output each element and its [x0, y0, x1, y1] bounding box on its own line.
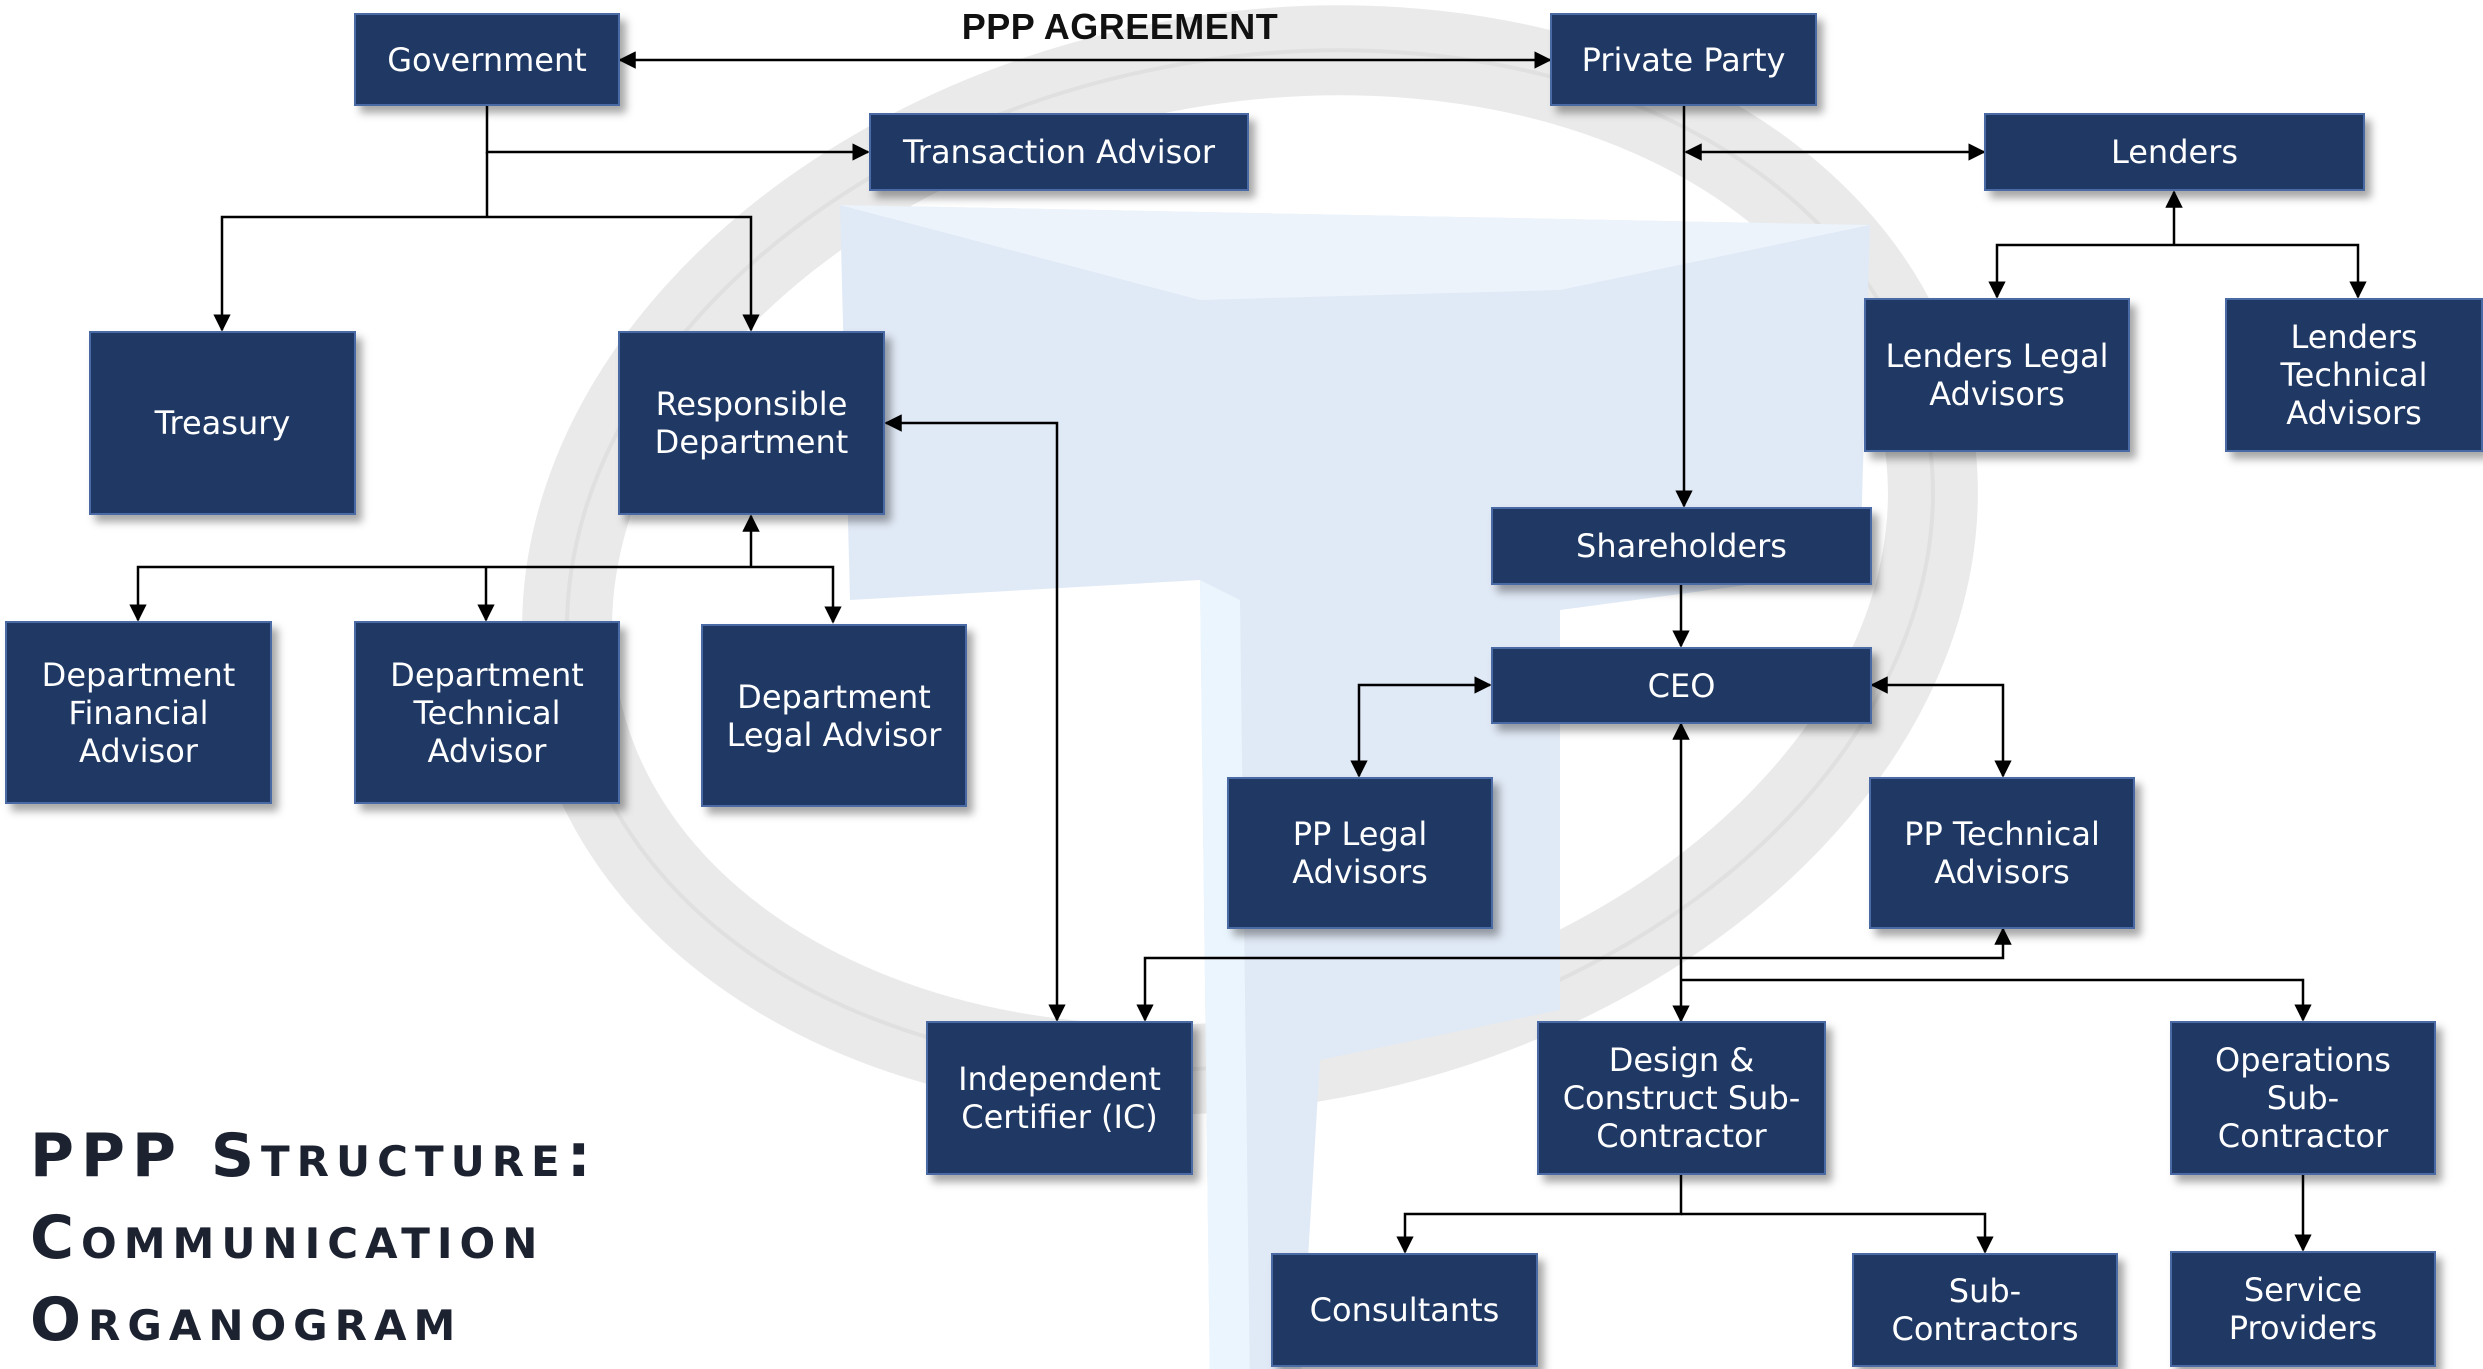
dept-to-financial — [129, 565, 751, 622]
pp-tech-to-ic-link — [1136, 927, 2012, 1022]
government-node: Government — [354, 13, 620, 106]
diagram-title: PPP Structure: Communication Organogram — [30, 1115, 830, 1361]
lenders-legal-advisors-label: Lenders Legal Advisors — [1885, 337, 2109, 413]
gov-to-treasury — [213, 215, 487, 332]
department-technical-advisor-node: Department Technical Advisor — [354, 621, 620, 804]
sub-contractors-node: Sub- Contractors — [1852, 1253, 2118, 1367]
pp-technical-advisors-node: PP Technical Advisors — [1869, 777, 2135, 929]
lenders-technical-advisors-node: Lenders Technical Advisors — [2225, 298, 2483, 452]
lenders-to-legal — [1988, 243, 2174, 299]
resp-dept-ic-arrow — [884, 414, 1066, 1022]
ppp-agreement-label: PPP AGREEMENT — [961, 6, 1279, 47]
department-legal-advisor-label: Department Legal Advisor — [726, 677, 942, 754]
independent-certifier-node: Independent Certifier (IC) — [926, 1021, 1193, 1175]
pp-legal-advisors-node: PP Legal Advisors — [1227, 777, 1493, 929]
connector-lines — [129, 51, 2367, 1254]
title-line-1: PPP Structure: — [30, 1121, 598, 1191]
department-financial-advisor-label: Department Financial Advisor — [41, 655, 236, 770]
lenders-technical-advisors-label: Lenders Technical Advisors — [2280, 318, 2428, 432]
government-label: Government — [387, 40, 587, 79]
private-party-label: Private Party — [1581, 40, 1786, 79]
shareholders-node: Shareholders — [1491, 507, 1872, 585]
department-technical-advisor-label: Department Technical Advisor — [390, 655, 584, 770]
gov-to-responsible-dept — [487, 215, 760, 332]
dept-to-legal — [751, 565, 842, 624]
lenders-legal-advisors-node: Lenders Legal Advisors — [1864, 298, 2130, 452]
treasury-node: Treasury — [89, 331, 356, 515]
independent-certifier-label: Independent Certifier (IC) — [958, 1060, 1161, 1136]
responsible-department-node: Responsible Department — [618, 331, 885, 515]
service-providers-node: Service Providers — [2170, 1251, 2436, 1367]
ceo-pp-legal-arrow — [1350, 676, 1492, 778]
pp-legal-advisors-label: PP Legal Advisors — [1292, 815, 1428, 891]
ceo-to-operations — [1681, 978, 2312, 1022]
lenders-node: Lenders — [1984, 113, 2365, 191]
consultants-node: Consultants — [1271, 1253, 1538, 1367]
operations-subcontractor-label: Operations Sub- Contractor — [2215, 1041, 2391, 1155]
design-construct-node: Design & Construct Sub- Contractor — [1537, 1021, 1826, 1175]
pp-technical-advisors-label: PP Technical Advisors — [1904, 815, 2100, 891]
design-construct-label: Design & Construct Sub- Contractor — [1562, 1041, 1801, 1155]
ceo-node: CEO — [1491, 647, 1872, 724]
consultants-label: Consultants — [1309, 1291, 1500, 1329]
transaction-advisor-node: Transaction Advisor — [869, 113, 1249, 191]
sub-contractors-label: Sub- Contractors — [1891, 1272, 2079, 1348]
lenders-to-technical — [2174, 243, 2367, 299]
service-providers-label: Service Providers — [2228, 1271, 2378, 1347]
department-legal-advisor-node: Department Legal Advisor — [701, 624, 967, 807]
private-party-node: Private Party — [1550, 13, 1817, 106]
responsible-department-label: Responsible Department — [654, 385, 849, 461]
gov-to-transaction-advisor — [485, 106, 870, 161]
operations-subcontractor-node: Operations Sub- Contractor — [2170, 1021, 2436, 1175]
title-line-3: Organogram — [30, 1285, 463, 1355]
lenders-label: Lenders — [2110, 133, 2239, 171]
design-to-subcontractors — [1681, 1212, 1994, 1254]
transaction-advisor-label: Transaction Advisor — [902, 133, 1216, 171]
treasury-label: Treasury — [154, 404, 291, 442]
design-to-consultants — [1396, 1174, 1683, 1254]
title-line-2: Communication — [30, 1203, 545, 1273]
ceo-label: CEO — [1647, 666, 1716, 705]
shareholders-label: Shareholders — [1576, 527, 1787, 565]
department-financial-advisor-node: Department Financial Advisor — [5, 621, 272, 804]
ceo-pp-technical-arrow — [1870, 676, 2012, 778]
